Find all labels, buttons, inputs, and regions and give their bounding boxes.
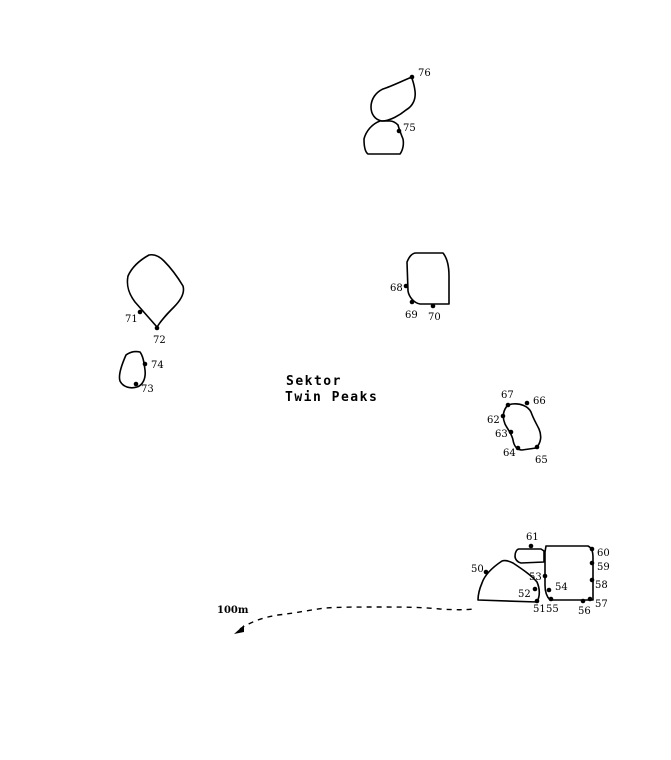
problem-point-54[interactable] (546, 587, 552, 593)
problem-point-65[interactable] (534, 444, 540, 450)
approach-trail[interactable] (239, 606, 474, 630)
problem-label-67: 67 (501, 390, 514, 401)
boulder-76[interactable] (370, 76, 416, 122)
boulder-68-70[interactable] (406, 252, 450, 305)
sector-title: Sektor Twin Peaks (285, 374, 378, 405)
problem-point-73[interactable] (133, 381, 139, 387)
boulder-75[interactable] (363, 120, 405, 155)
problem-point-69[interactable] (409, 299, 415, 305)
problem-label-62: 62 (487, 415, 500, 426)
problem-point-68[interactable] (403, 283, 409, 289)
problem-label-75: 75 (403, 123, 416, 134)
problem-point-63[interactable] (508, 429, 514, 435)
problem-point-76[interactable] (409, 74, 415, 80)
problem-label-63: 63 (495, 429, 508, 440)
problem-point-56[interactable] (580, 598, 586, 604)
problem-label-51: 51 (533, 604, 546, 615)
problem-label-58: 58 (595, 580, 608, 591)
boulder-50-52[interactable] (477, 559, 541, 603)
boulder-53-60[interactable] (544, 545, 594, 601)
problem-point-57[interactable] (587, 596, 593, 602)
problem-point-59[interactable] (589, 560, 595, 566)
problem-point-51[interactable] (534, 598, 540, 604)
problem-label-59: 59 (597, 562, 610, 573)
problem-point-52[interactable] (532, 586, 538, 592)
problem-label-54: 54 (555, 582, 568, 593)
problem-label-64: 64 (503, 448, 516, 459)
problem-label-74: 74 (151, 360, 164, 371)
problem-point-70[interactable] (430, 303, 436, 309)
problem-point-72[interactable] (154, 325, 160, 331)
problem-point-62[interactable] (500, 413, 506, 419)
problem-label-76: 76 (418, 68, 431, 79)
problem-point-61[interactable] (528, 543, 534, 549)
boulder-71-72[interactable] (126, 253, 185, 328)
scale-label: 100m (217, 605, 249, 616)
problem-label-60: 60 (597, 548, 610, 559)
problem-point-74[interactable] (142, 361, 148, 367)
problem-point-75[interactable] (396, 128, 402, 134)
boulders (118, 76, 594, 603)
problem-label-56: 56 (578, 606, 591, 617)
problem-point-50[interactable] (483, 569, 489, 575)
sector-title-line2: Twin Peaks (285, 390, 378, 405)
problem-label-55: 55 (546, 604, 559, 615)
problem-point-60[interactable] (589, 546, 595, 552)
problem-label-50: 50 (471, 564, 484, 575)
problem-point-66[interactable] (524, 400, 530, 406)
problem-label-66: 66 (533, 396, 546, 407)
problem-point-67[interactable] (505, 402, 511, 408)
direction-arrow-icon (234, 625, 244, 634)
problem-point-58[interactable] (589, 577, 595, 583)
boulder-73-74[interactable] (118, 350, 146, 389)
problem-label-70: 70 (428, 312, 441, 323)
problem-label-61: 61 (526, 532, 539, 543)
boulder-61[interactable] (514, 548, 545, 564)
boulder-62-67[interactable] (502, 403, 542, 451)
approach-path: 100m (217, 605, 474, 634)
problem-label-69: 69 (405, 310, 418, 321)
problem-label-53: 53 (529, 572, 542, 583)
problem-point-55[interactable] (548, 596, 554, 602)
problem-label-71: 71 (125, 314, 138, 325)
problem-label-72: 72 (153, 335, 166, 346)
problem-point-53[interactable] (542, 573, 548, 579)
problem-label-73: 73 (141, 384, 154, 395)
problem-point-64[interactable] (515, 445, 521, 451)
problem-label-52: 52 (518, 589, 531, 600)
problem-label-57: 57 (595, 599, 608, 610)
problem-label-65: 65 (535, 455, 548, 466)
problem-point-71[interactable] (137, 309, 143, 315)
sector-title-line1: Sektor (286, 374, 342, 389)
problem-label-68: 68 (390, 283, 403, 294)
